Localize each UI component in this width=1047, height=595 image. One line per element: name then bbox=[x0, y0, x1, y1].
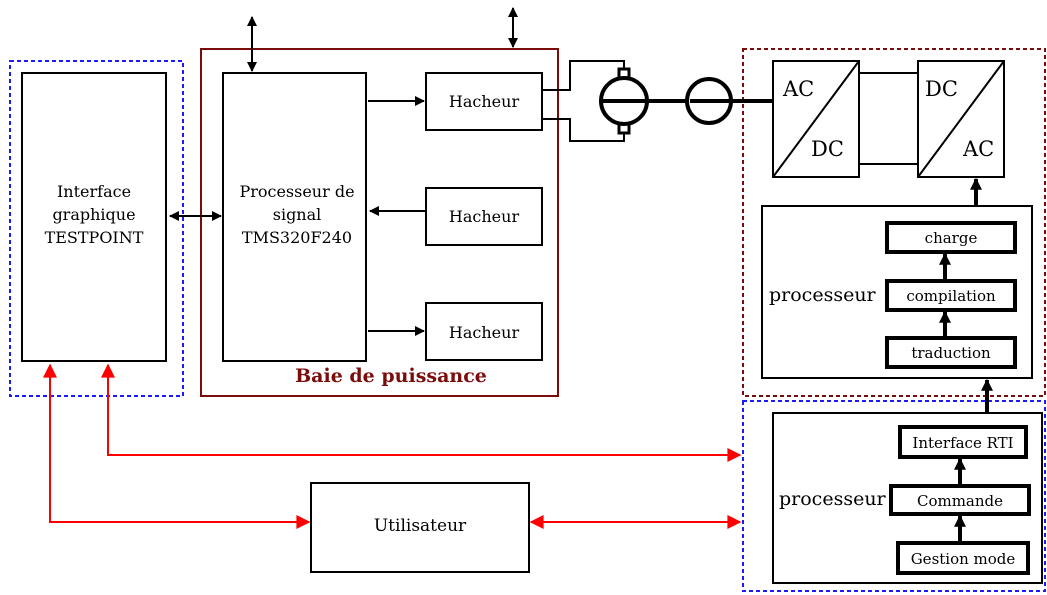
rectifier-ac-dc[interactable]: AC DC bbox=[772, 60, 860, 178]
dsp-label-line1: Processeur de bbox=[239, 182, 354, 201]
rt-step-traduction[interactable]: traduction bbox=[885, 336, 1017, 369]
chopper-2[interactable]: Hacheur bbox=[425, 187, 543, 246]
interface-to-user-red-arrow bbox=[43, 363, 311, 529]
rt-step-traduction-label: traduction bbox=[911, 344, 991, 362]
chopper-1[interactable]: Hacheur bbox=[425, 72, 543, 131]
inverter-ac-label: AC bbox=[962, 137, 994, 161]
motor-wire-top bbox=[542, 60, 625, 91]
chopper-1-label: Hacheur bbox=[449, 92, 520, 111]
user-block[interactable]: Utilisateur bbox=[310, 482, 530, 573]
dsp-label-line2: signal bbox=[273, 205, 322, 224]
control-step-gestion-mode-label: Gestion mode bbox=[911, 550, 1016, 568]
control-step-interface-rti-label: Interface RTI bbox=[912, 434, 1013, 452]
user-label: Utilisateur bbox=[374, 516, 467, 536]
rectifier-ac-label: AC bbox=[782, 77, 814, 101]
dsp-label-line3: TMS320F240 bbox=[242, 228, 352, 247]
chopper-2-label: Hacheur bbox=[449, 207, 520, 226]
rt-step-charge-label: charge bbox=[925, 229, 978, 247]
chopper-3-label: Hacheur bbox=[449, 323, 520, 342]
interface-block[interactable]: Interface graphique TESTPOINT bbox=[21, 72, 167, 362]
interface-label-line1: Interface bbox=[57, 182, 131, 201]
rt-step-charge[interactable]: charge bbox=[885, 221, 1017, 254]
rt-step-compilation-label: compilation bbox=[906, 287, 996, 305]
interface-to-control-red-arrow bbox=[101, 363, 742, 462]
inverter-dc-ac[interactable]: DC AC bbox=[917, 60, 1005, 178]
interface-label-line2: graphique bbox=[52, 205, 135, 224]
control-group-frame bbox=[742, 400, 1046, 592]
chopper-3[interactable]: Hacheur bbox=[425, 302, 543, 361]
simulator-group-frame bbox=[742, 48, 1046, 397]
inverter-dc-label: DC bbox=[925, 77, 958, 101]
rt-processor-label: processeur bbox=[769, 284, 877, 306]
power-bay-title: Baie de puissance bbox=[295, 365, 487, 387]
rectifier-dc-label: DC bbox=[811, 137, 844, 161]
control-step-gestion-mode[interactable]: Gestion mode bbox=[896, 541, 1030, 575]
dsp-block[interactable]: Processeur de signal TMS320F240 bbox=[222, 72, 367, 362]
interface-group-frame bbox=[9, 60, 184, 397]
control-step-commande-label: Commande bbox=[917, 492, 1003, 510]
rt-step-compilation[interactable]: compilation bbox=[885, 279, 1017, 312]
control-processor-label: processeur bbox=[779, 488, 887, 510]
motor-wire-bottom bbox=[542, 118, 625, 142]
interface-label-line3: TESTPOINT bbox=[45, 228, 144, 247]
control-step-commande[interactable]: Commande bbox=[889, 484, 1031, 516]
control-step-interface-rti[interactable]: Interface RTI bbox=[898, 425, 1028, 459]
